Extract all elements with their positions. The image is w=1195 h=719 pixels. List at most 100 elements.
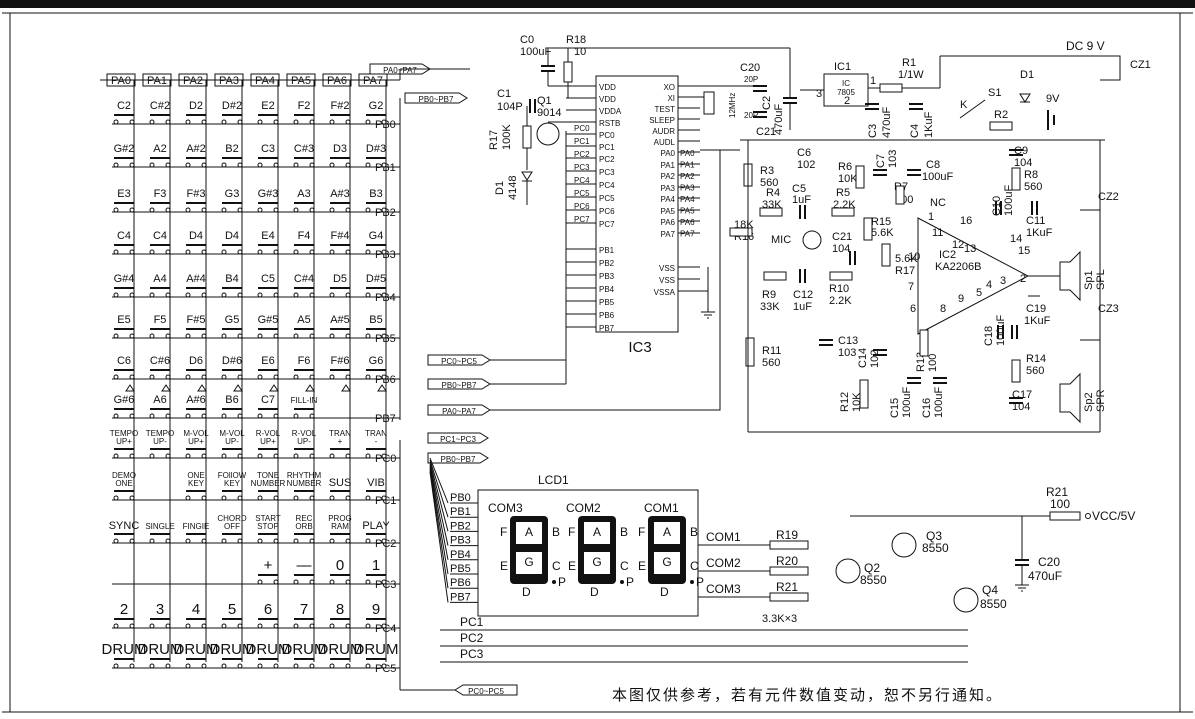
row-label-PB5-line: PB5: [375, 333, 396, 345]
pc-key-label-PC0-3: M-VOL: [219, 429, 245, 438]
row-label-PB7: PB7: [375, 413, 396, 425]
pc-key-label-PC5-5: DRUM: [282, 641, 327, 658]
pc-key-label-PC0-4: R-VOL: [256, 429, 281, 438]
ic3-pc-bus-3-line: PC3: [574, 163, 590, 172]
ic3-pa-bus-2-line: PA2: [680, 172, 695, 181]
key-label-PB1-3: B2: [225, 143, 238, 155]
pc-key-label-PC2-5-line: REC: [296, 514, 313, 523]
ic3-left-pin-3: RSTB: [599, 119, 620, 128]
key-node-b-PB7-1: [165, 413, 171, 419]
key-node-a-PB4-2: [185, 292, 191, 298]
key-label-PB4-3-line: B4: [225, 273, 238, 285]
audio-c8-line: C8: [926, 159, 940, 171]
row-label-PB2: PB2: [375, 207, 396, 219]
digit-a-label-2: A: [663, 525, 671, 539]
pc-key-label-PC4-7: 9: [372, 601, 380, 618]
pc-key-label-PC1-0: DEMO: [112, 471, 136, 480]
key-label-PB2-6: A#3: [330, 188, 350, 200]
col-label-PA1-line: PA1: [147, 75, 167, 87]
key-node-a-PB0-6: [329, 119, 335, 125]
key-node-a-PB4-0: [113, 292, 119, 298]
pc-key-label-PC1-3: FOllOW: [218, 471, 247, 480]
pc-key-node-b-PC0-3: [237, 453, 243, 459]
key-node-a-PB5-0: [113, 333, 119, 339]
key-label-PB3-5-line: F4: [298, 230, 311, 242]
digit-c-label-1: C: [620, 559, 629, 573]
ic1-pin3: 3: [816, 88, 822, 100]
key-label-PB6-5-line: F6: [298, 355, 311, 367]
audio-r9: R9: [762, 289, 776, 301]
digit-e-label-2: E: [638, 559, 646, 573]
c20a-val-line: 20P: [744, 75, 758, 84]
key-label-PB6-3-line: D#6: [222, 355, 242, 367]
vcc-label: VCC/5V: [1092, 509, 1135, 523]
key-node-b-PB2-1: [165, 207, 171, 213]
r16-body: [729, 227, 753, 237]
pc-key-node-b-PC4-0: [129, 623, 135, 629]
pc-key-node-a-PC0-5: [293, 453, 299, 459]
key-label-PB2-7-line: B3: [369, 188, 382, 200]
batt-label: 9V: [1046, 93, 1060, 105]
ic3-left-pin-17-line: PB6: [599, 311, 615, 320]
pc-key-label-PC5-6-line: DRUM: [318, 641, 363, 658]
key-label-PB3-0-line: C4: [117, 230, 131, 242]
pc-key-node-a-PC3-7: [365, 579, 371, 585]
pc-key-label-PC4-3: 5: [228, 601, 236, 618]
audio-c18: C18: [983, 326, 995, 346]
pc-key-label-PC4-4-line: 6: [264, 601, 272, 618]
key-node-a-PB0-4: [257, 119, 263, 125]
pc-key-label-PC5-4-line: DRUM: [246, 641, 291, 658]
lcd-res-val-line: 3.3K×3: [762, 613, 797, 625]
pc-key-node-b-PC0-0: [129, 453, 135, 459]
audio-spr: Sp2SPR: [1083, 389, 1107, 412]
d1b-val-line: 4148: [507, 176, 519, 200]
q2-label-line: Q2: [864, 561, 880, 575]
audio-r17b_val-line: 5.6K: [895, 253, 918, 265]
d1b-label: D1: [494, 181, 506, 195]
ic3-pa-tag: PA0~PA7: [442, 407, 476, 416]
pc-key-node-b-PC0-4: [273, 453, 279, 459]
row-label-PB4-line: PB4: [375, 292, 396, 304]
digit-p-label-1: P: [626, 575, 634, 589]
key-label-PB5-6-line: A#5: [330, 314, 350, 326]
pc-key-node-a-PC2-7: [365, 538, 371, 544]
pc-key-node-b-PC1-2: [201, 495, 207, 501]
r1-val: 1/1W: [898, 69, 924, 81]
key-label-PB2-2: F#3: [187, 188, 206, 200]
digit-dp-2: [690, 580, 694, 584]
pb-bus-label-line: PB0~PB7: [419, 95, 454, 104]
ic3-pa-bus-3: PA3: [680, 184, 695, 193]
pc-key-label2-PC1-5-line: NUMBER: [287, 479, 322, 488]
q3-label-line: Q3: [926, 529, 942, 543]
digit-e-label-2-line: E: [638, 559, 646, 573]
audio-r15_val-line: 5.6K: [871, 227, 894, 239]
audio-r15_val: 5.6K: [871, 227, 894, 239]
pc-key-label-PC1-6-line: SUS: [329, 477, 352, 489]
c20a-val: 20P: [744, 75, 758, 84]
key-label-PB0-0: C2: [117, 100, 131, 112]
ic3-pc-bus-0: PC0: [574, 124, 590, 133]
col-label-PA5-line: PA5: [291, 75, 311, 87]
ic2-pin-12-line: 12: [952, 239, 964, 251]
audio-c16: C16: [921, 398, 933, 418]
diode-1: [161, 384, 171, 392]
pc-key-node-b-PC4-7: [381, 623, 387, 629]
ic3-pc-tag-line: PC0~PC5: [441, 357, 477, 366]
pc-key-label-PC4-5-line: 7: [300, 601, 308, 618]
key-label-PB6-7: G6: [369, 355, 384, 367]
key-node-a-PB7-5: [293, 413, 299, 419]
lcd-pb-tag-line: PB0~PB7: [441, 455, 476, 464]
key-node-b-PB1-1: [165, 162, 171, 168]
pc-key-label-PC0-7-line: TRAN: [365, 429, 387, 438]
pc-key-node-b-PC1-6: [345, 495, 351, 501]
lcd-pin-PB6-line: PB6: [450, 577, 471, 589]
digit-g-label-1-line: G: [592, 555, 601, 569]
ic2-pin-5-line: 5: [976, 287, 982, 299]
key-node-b-PB3-2: [201, 249, 207, 255]
audio-c18_val-line: 100uF: [995, 315, 1007, 346]
key-label-PB3-4: E4: [261, 230, 274, 242]
ic3-right-pin-11-line: PA5: [660, 207, 675, 216]
key-label-PB4-7: D#5: [366, 273, 386, 285]
r17b-body: [881, 243, 891, 267]
ic1-body: [823, 73, 869, 107]
